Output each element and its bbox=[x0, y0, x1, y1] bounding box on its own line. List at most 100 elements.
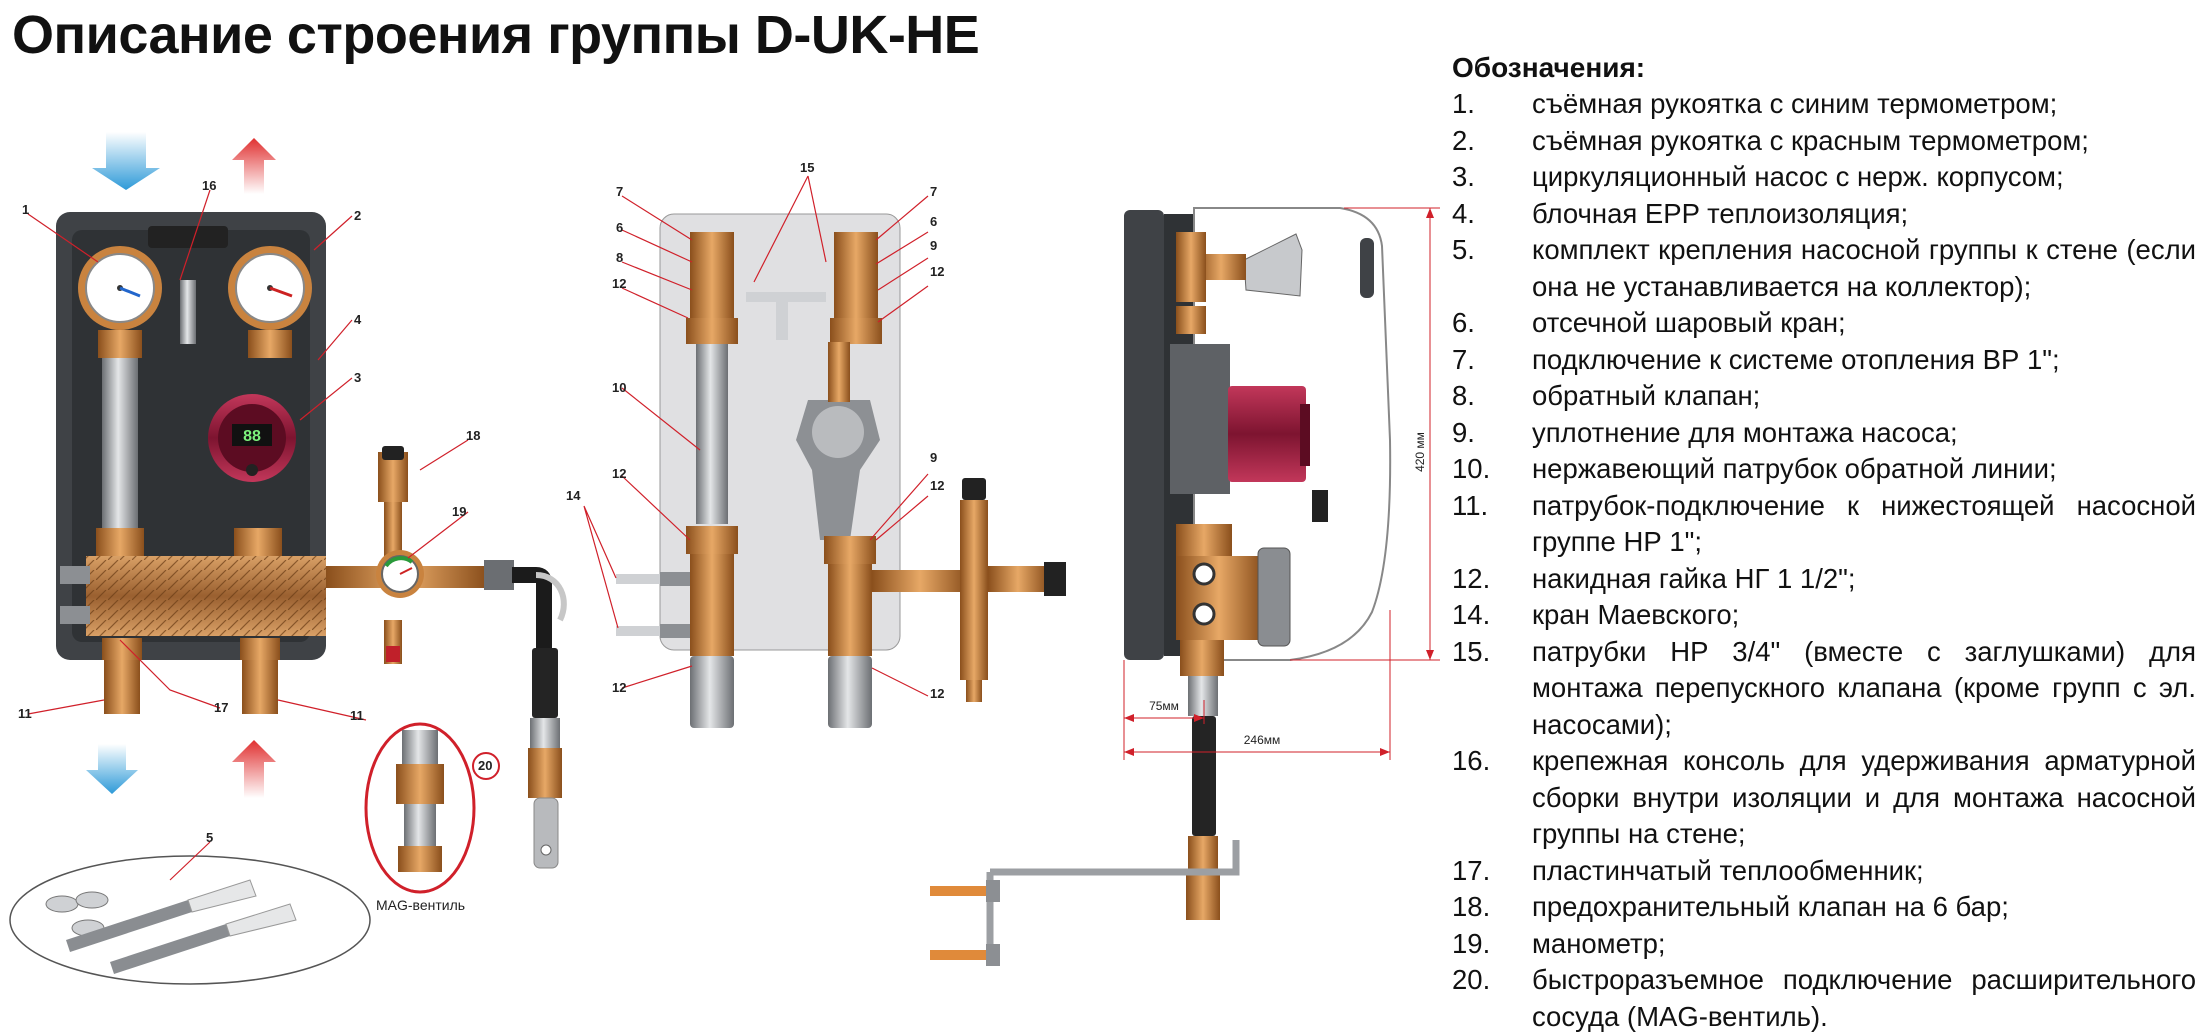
legend-item-number: 16. bbox=[1452, 745, 1491, 776]
manometer bbox=[376, 550, 424, 598]
safety-valve bbox=[378, 446, 408, 664]
legend-item-number: 14. bbox=[1452, 599, 1491, 630]
callout-16: 16 bbox=[202, 178, 216, 193]
legend-item-text: подключение к системе отопления ВР 1"; bbox=[1532, 343, 2060, 375]
callout-12-mid-left: 12 bbox=[612, 466, 626, 481]
mag-valve-detail: MAG-вентиль bbox=[364, 722, 500, 913]
legend-item-number: 7. bbox=[1452, 343, 1475, 375]
side-insulation bbox=[1124, 210, 1164, 660]
legend-item: 10.нержавеющий патрубок обратной линии; bbox=[1452, 451, 2196, 488]
legend-item-number: 1. bbox=[1452, 88, 1475, 119]
legend-item-number: 20. bbox=[1452, 964, 1491, 995]
callout-labels: 1 2 3 4 16 18 19 11 11 17 5 20 7 6 8 12 … bbox=[18, 160, 944, 845]
legend-title: Обозначения: bbox=[1452, 52, 1646, 83]
callout-8: 8 bbox=[616, 250, 623, 265]
circulation-pump: 88 bbox=[208, 394, 296, 482]
open-view bbox=[616, 213, 1066, 728]
legend-item-number: 6. bbox=[1452, 307, 1475, 338]
legend-item-number: 11. bbox=[1452, 489, 1489, 521]
blue-thermometer bbox=[78, 246, 162, 330]
callout-12-top-left: 12 bbox=[612, 276, 626, 291]
callout-12-bottom-right: 12 bbox=[930, 686, 944, 701]
legend-item-text: быстроразъемное подключение расширительн… bbox=[1532, 964, 2196, 1032]
legend-item-text: нержавеющий патрубок обратной линии; bbox=[1532, 453, 2057, 484]
callout-2: 2 bbox=[354, 208, 361, 223]
wall-mount-kit bbox=[9, 855, 371, 985]
dimension-depth: 75мм 246мм bbox=[1123, 610, 1391, 760]
legend-item: 15. патрубки НР 3/4" (вместе с заглушками… bbox=[1452, 634, 2196, 744]
legend-item-text: предохранительный клапан на 6 бар; bbox=[1532, 891, 2009, 922]
callout-11-left: 11 bbox=[18, 706, 32, 721]
legend-item: 4. блочная EPP теплоизоляция; bbox=[1452, 196, 2196, 233]
callout-4: 4 bbox=[354, 312, 362, 327]
legend-item: 5.комплект крепления насосной группы к с… bbox=[1452, 232, 2196, 305]
dimension-height-label: 420 мм bbox=[1413, 432, 1427, 472]
legend-item-text: накидная гайка НГ 1 1/2"; bbox=[1532, 562, 1856, 594]
hot-inlet-arrow bbox=[232, 740, 276, 798]
legend-item: 11.патрубок-подключение к нижестоящей на… bbox=[1452, 488, 2196, 561]
legend-item-text: блочная EPP теплоизоляция; bbox=[1532, 197, 1909, 229]
legend-item: 9. уплотнение для монтажа насоса; bbox=[1452, 415, 2196, 452]
callout-12-bottom-left: 12 bbox=[612, 680, 626, 695]
legend-item-number: 12. bbox=[1452, 562, 1491, 594]
legend-item: 19. манометр; bbox=[1452, 926, 2196, 963]
cold-outlet-arrow bbox=[86, 744, 138, 794]
legend-item-number: 3. bbox=[1452, 161, 1475, 192]
legend-item-number: 18. bbox=[1452, 891, 1491, 922]
legend-item: 3. циркуляционный насос с нерж. корпусом; bbox=[1452, 159, 2196, 196]
legend-item-text: крепежная консоль для удерживания армату… bbox=[1532, 745, 2196, 849]
callout-1: 1 bbox=[22, 202, 29, 217]
side-pump bbox=[1228, 386, 1306, 482]
callout-9-top: 9 bbox=[930, 238, 937, 253]
callout-18: 18 bbox=[466, 428, 480, 443]
callout-3: 3 bbox=[354, 370, 361, 385]
dimension-depth-label: 246мм bbox=[1244, 733, 1281, 747]
return-pipe bbox=[102, 358, 138, 528]
lower-connection-left bbox=[104, 660, 140, 714]
legend-item-text: циркуляционный насос с нерж. корпусом; bbox=[1532, 161, 2064, 192]
callout-6-right: 6 bbox=[930, 214, 937, 229]
page-title: Описание строения группы D-UK-HE bbox=[12, 5, 980, 65]
legend-item-text: съёмная рукоятка с красным термометром; bbox=[1532, 124, 2089, 156]
legend-item: 12. накидная гайка НГ 1 1/2"; bbox=[1452, 561, 2196, 598]
plate-heat-exchanger bbox=[60, 556, 326, 636]
legend-item-number: 17. bbox=[1452, 854, 1491, 886]
callout-10: 10 bbox=[612, 380, 626, 395]
legend-item-text: съёмная рукоятка с синим термометром; bbox=[1532, 88, 2058, 119]
callout-12-top-right: 12 bbox=[930, 264, 944, 279]
dimension-offset-label: 75мм bbox=[1149, 699, 1179, 713]
legend-item-text: уплотнение для монтажа насоса; bbox=[1532, 416, 1958, 448]
legend-item-number: 2. bbox=[1452, 124, 1475, 156]
legend-item: 2. съёмная рукоятка с красным термометром… bbox=[1452, 123, 2196, 160]
legend-item-text: отсечной шаровый кран; bbox=[1532, 307, 1846, 338]
legend-item-text: патрубки НР 3/4" (вместе с заглушками) д… bbox=[1532, 635, 2196, 740]
legend-item: 1. съёмная рукоятка с синим термометром; bbox=[1452, 86, 2196, 123]
callout-5: 5 bbox=[206, 830, 213, 845]
callout-19: 19 bbox=[452, 504, 466, 519]
callout-7-right: 7 bbox=[930, 184, 937, 199]
legend-item-number: 19. bbox=[1452, 927, 1491, 959]
legend-item-number: 4. bbox=[1452, 197, 1475, 229]
callout-leaders bbox=[27, 175, 929, 881]
legend-item-number: 15. bbox=[1452, 635, 1491, 667]
legend-item: 18. предохранительный клапан на 6 бар; bbox=[1452, 889, 2196, 926]
legend-item-text: обратный клапан; bbox=[1532, 380, 1761, 411]
side-view: 420 мм 75мм 246мм bbox=[930, 207, 1440, 966]
legend-panel: Обозначения: 1. съёмная рукоятка с синим… bbox=[1452, 52, 2196, 1035]
cold-inlet-arrow bbox=[92, 132, 160, 190]
hot-outlet-arrow bbox=[232, 138, 276, 194]
legend-item: 6. отсечной шаровый кран; bbox=[1452, 305, 2196, 342]
legend-item-text: кран Маевского; bbox=[1532, 599, 1740, 630]
legend-item-text: манометр; bbox=[1532, 927, 1666, 959]
legend-item-number: 8. bbox=[1452, 380, 1475, 411]
legend-item-number: 9. bbox=[1452, 416, 1475, 448]
legend-list: 1. съёмная рукоятка с синим термометром;… bbox=[1452, 86, 2196, 1035]
callout-12-mid-right: 12 bbox=[930, 478, 944, 493]
legend-item-number: 5. bbox=[1452, 234, 1475, 265]
callout-17: 17 bbox=[214, 700, 228, 715]
callout-9-mid: 9 bbox=[930, 450, 937, 465]
callout-15: 15 bbox=[800, 160, 814, 175]
front-view: 88 bbox=[9, 132, 567, 985]
legend-item: 16. крепежная консоль для удерживания арм… bbox=[1452, 743, 2196, 853]
legend-item: 17.пластинчатый теплообменник; bbox=[1452, 853, 2196, 890]
